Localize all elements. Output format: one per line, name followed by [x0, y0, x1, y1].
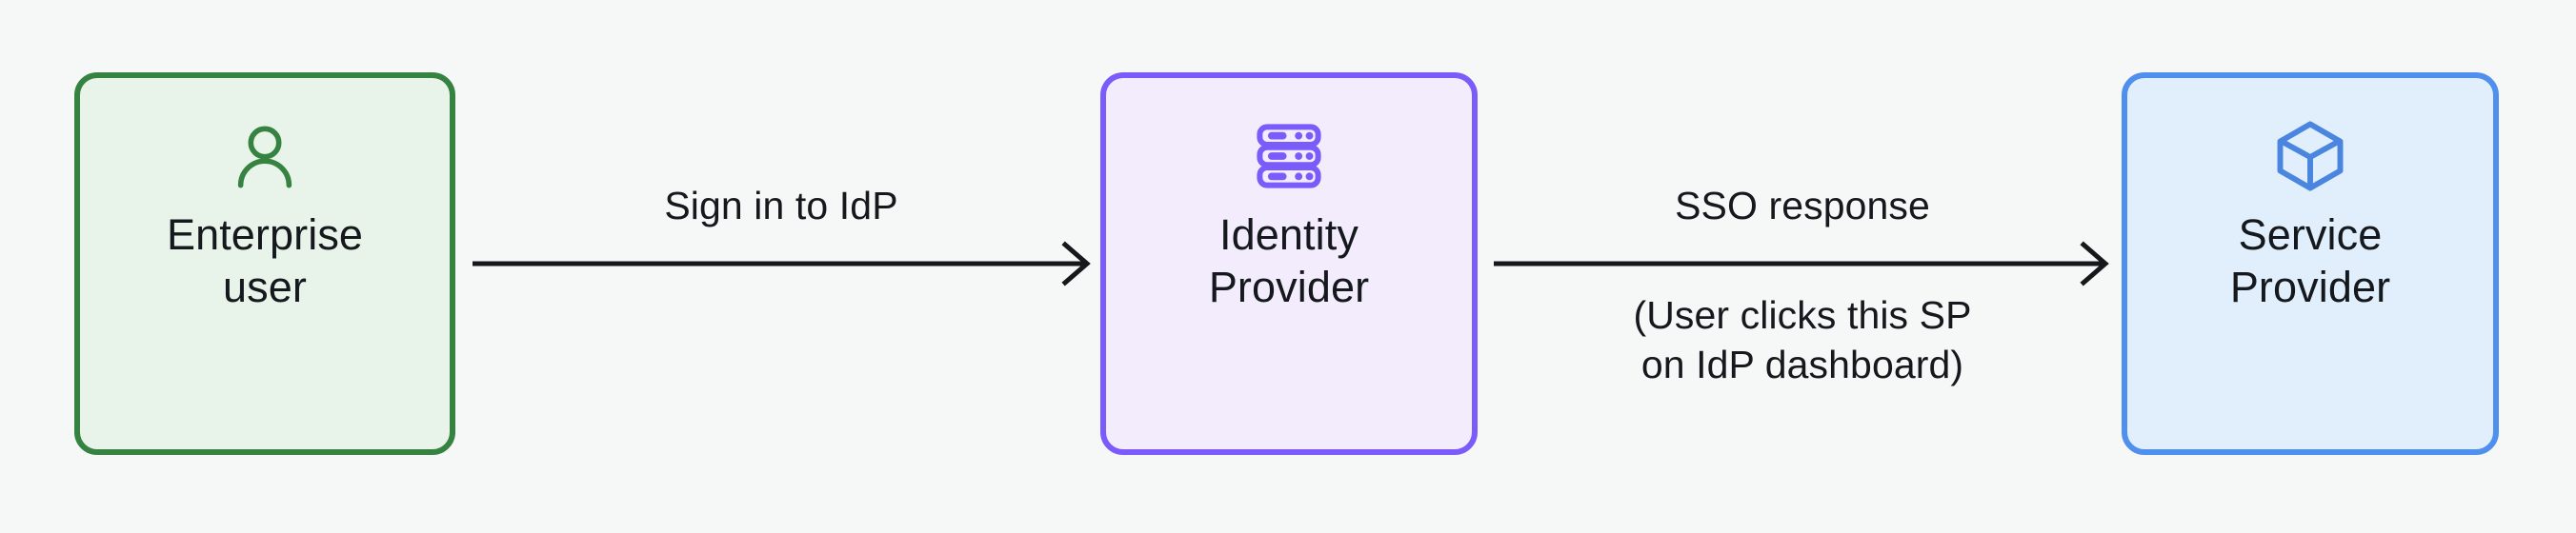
edge-label-sign-in-to-idp: Sign in to IdP [664, 184, 898, 227]
edge-label-sso-response-note: (User clicks this SP on IdP dashboard) [1633, 293, 1972, 387]
edge-label-sso-response: SSO response [1675, 184, 1930, 227]
node-identity-provider[interactable]: Identity Provider [1100, 72, 1478, 455]
node-service-provider[interactable]: Service Provider [2122, 72, 2499, 455]
node-enterprise-user[interactable]: Enterprise user [74, 72, 455, 455]
server-stack-icon [1257, 124, 1321, 188]
node-label-identity-provider: Identity Provider [1208, 210, 1370, 311]
node-label-service-provider: Service Provider [2229, 210, 2391, 311]
cube-icon [2277, 121, 2344, 191]
node-label-enterprise-user: Enterprise user [166, 210, 364, 311]
person-icon [237, 126, 292, 188]
